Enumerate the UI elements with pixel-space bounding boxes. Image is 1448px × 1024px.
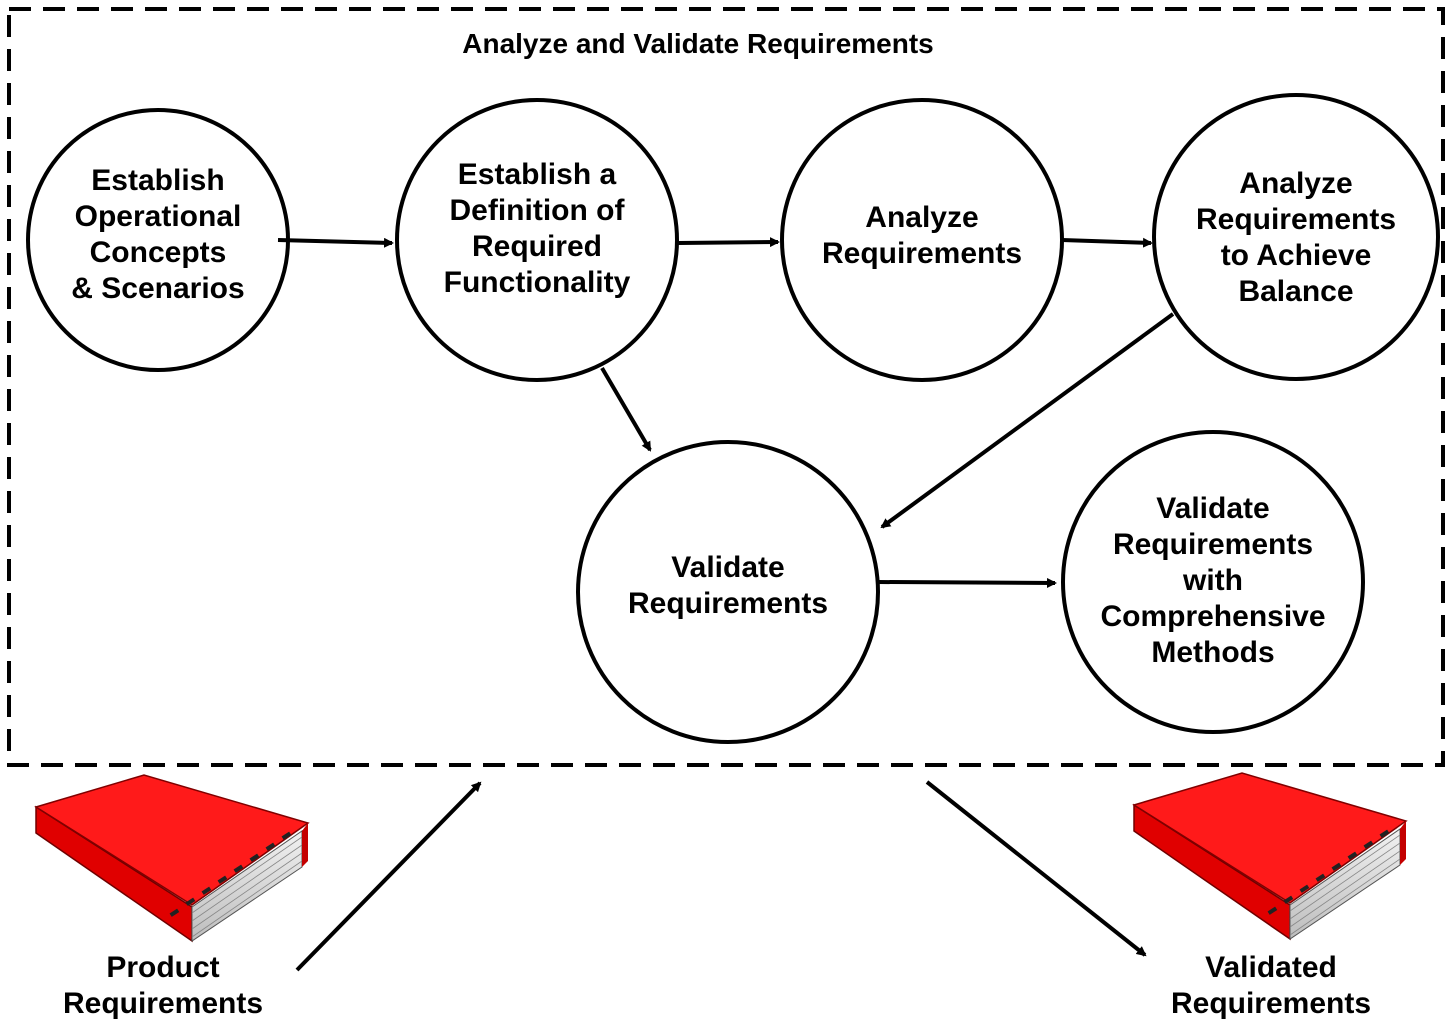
label-line: Requirements (1170, 987, 1372, 1020)
node-circle-balance (1152, 93, 1440, 381)
edge-func-to-validate (600, 366, 652, 452)
label-line: Definition of (449, 194, 625, 227)
edge-validate-to-comprehensive (877, 577, 1057, 588)
edge-func-to-analyze (677, 237, 780, 248)
node-circle-validate (576, 440, 880, 744)
book-icon (1132, 772, 1408, 941)
label-line: with (1182, 564, 1243, 597)
label-line: Requirements (62, 987, 264, 1020)
diagram-title: Analyze and Validate Requirements (462, 28, 934, 59)
label-line: Analyze (865, 201, 979, 234)
input-arrow (295, 781, 482, 972)
label-line: Validate (671, 551, 785, 584)
label-line: Balance (1238, 275, 1354, 308)
label-line: Comprehensive (1100, 600, 1326, 633)
label-line: Establish (91, 164, 225, 197)
label-line: Methods (1151, 636, 1275, 669)
edge-ops-to-func (277, 237, 394, 248)
edge-balance-to-validate (880, 312, 1175, 529)
label-line: Requirements (1195, 203, 1397, 236)
label-line: Functionality (443, 266, 631, 299)
label-line: Requirements (1112, 528, 1314, 561)
label-line: Validate (1156, 492, 1270, 525)
node-circle-func (395, 98, 679, 382)
book-icon (34, 774, 310, 943)
process-boundary (7, 7, 1445, 767)
label-line: Required (471, 230, 602, 263)
label-line: Operational (74, 200, 242, 233)
label-line: Product (106, 951, 220, 984)
output-arrow (925, 780, 1147, 957)
label-line: Validated (1205, 951, 1337, 984)
label-line: to Achieve (1220, 239, 1372, 272)
label-line: Establish a (457, 158, 617, 191)
label-line: Analyze (1239, 167, 1353, 200)
label-line: Concepts (89, 236, 227, 269)
node-circle-comprehensive (1061, 430, 1365, 734)
label-line: & Scenarios (71, 272, 245, 305)
label-line: Requirements (627, 587, 829, 620)
label-line: Requirements (821, 237, 1023, 270)
edge-analyze-to-balance (1061, 237, 1153, 248)
